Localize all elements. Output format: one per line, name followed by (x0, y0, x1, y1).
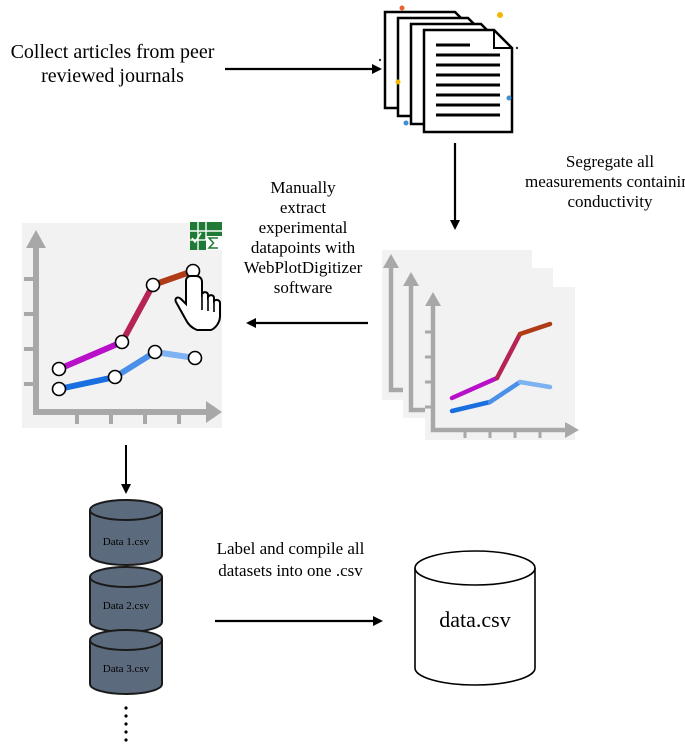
digitized-chart (22, 222, 222, 428)
spreadsheet-sigma-icon (190, 222, 222, 250)
step-collect-label: Collect articles from peer reviewed jour… (10, 41, 215, 87)
data-file-cylinder-1: Data 1.csv (89, 499, 163, 566)
data-file-cylinder-3: Data 3.csv (89, 629, 163, 695)
step-extract-label: Manually extract experimental datapoints… (243, 178, 363, 297)
data-file-label: Data 3.csv (103, 663, 150, 675)
data-file-label: Data 1.csv (103, 536, 150, 548)
continuation-dots (124, 706, 128, 742)
output-file-label: data.csv (439, 607, 511, 632)
step-compile-label: Label and compile all datasets into one … (216, 539, 365, 580)
data-file-label: Data 2.csv (103, 600, 150, 612)
chart-stack (382, 250, 579, 440)
step-segregate-label: Segregate all measurements containing co… (525, 152, 685, 211)
data-point-markers (51, 263, 203, 397)
output-cylinder (414, 550, 536, 686)
document-stack-icon (378, 5, 519, 134)
data-file-cylinder-2: Data 2.csv (89, 566, 163, 633)
chart-panel-front (425, 287, 579, 440)
hand-pointer-icon (174, 275, 221, 331)
